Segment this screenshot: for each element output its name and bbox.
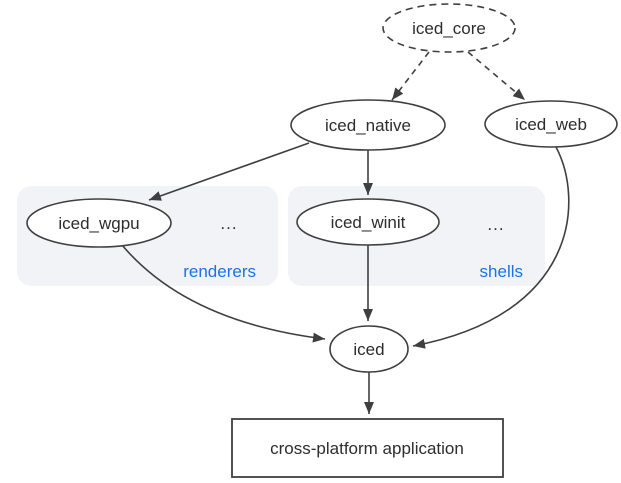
edge-iced_core-iced_native bbox=[391, 51, 430, 101]
node-iced-native-label: iced_native bbox=[325, 116, 411, 135]
node-iced-winit bbox=[296, 198, 440, 246]
node-application bbox=[231, 418, 504, 478]
edge-iced_core-iced_web bbox=[467, 51, 526, 101]
node-iced-core bbox=[382, 3, 516, 53]
node-iced-wgpu bbox=[26, 198, 172, 248]
node-iced-web bbox=[484, 100, 618, 148]
node-iced-core-label: iced_core bbox=[412, 19, 486, 38]
node-application-label: cross-platform application bbox=[270, 439, 464, 458]
group-renderers-label: renderers bbox=[183, 262, 256, 281]
edge-iced_native-iced_wgpu bbox=[148, 142, 310, 201]
edge-iced_wgpu-iced bbox=[121, 244, 326, 343]
node-iced-label: iced bbox=[353, 340, 384, 359]
node-iced-wgpu-label: iced_wgpu bbox=[58, 214, 139, 233]
node-iced bbox=[329, 325, 409, 373]
node-iced-native bbox=[290, 99, 446, 151]
group-renderers-ellipsis: ... bbox=[220, 214, 237, 233]
node-iced-winit-label: iced_winit bbox=[331, 213, 406, 232]
edge-iced_web-iced bbox=[412, 146, 570, 349]
group-shells-ellipsis: ... bbox=[487, 215, 504, 234]
group-shells-label: shells bbox=[480, 262, 523, 281]
node-iced-web-label: iced_web bbox=[515, 115, 587, 134]
